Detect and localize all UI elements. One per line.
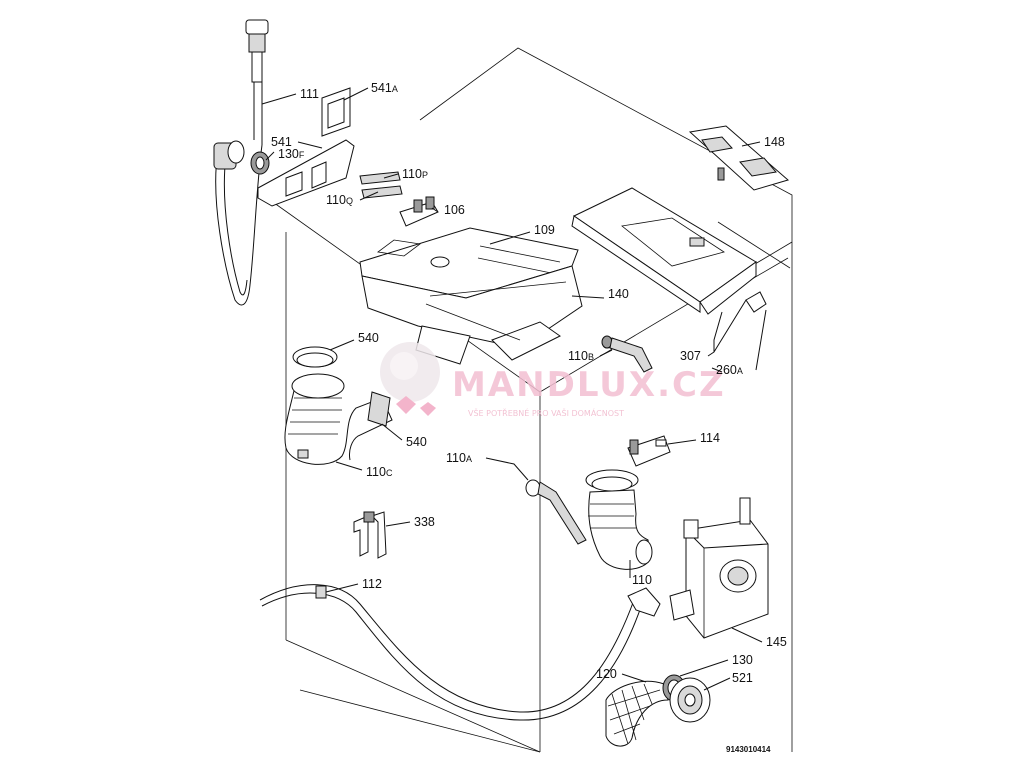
drawing-code: 9143010414 [726,745,771,754]
label-130f: 130F [278,147,305,161]
leader-lines [261,87,767,691]
label-110c: 110C [366,465,393,479]
drain-hose-112 [259,584,661,721]
bracket-541 [257,139,355,207]
pump-145 [669,497,769,639]
label-145: 145 [766,635,787,649]
dispenser-housing-140 [361,265,583,365]
label-521: 521 [732,671,753,685]
label-111: 111 [300,87,319,101]
label-307: 307 [680,349,701,363]
washer-130f [250,151,270,175]
watermark: MANDLUX.CZ VŠE POTŘEBNÉ PRO VAŠI DOMÁCNO… [380,342,726,418]
detergent-drawer-307 [571,187,757,315]
label-112: 112 [362,577,382,591]
label-106: 106 [444,203,465,217]
watermark-tagline: VŠE POTŘEBNÉ PRO VAŠI DOMÁCNOST [468,407,624,418]
label-541a: 541A [371,81,398,95]
hoses-110p-110q [359,171,403,199]
hose-110b [601,335,653,373]
label-114: 114 [700,431,720,445]
bellows-110c [284,346,393,465]
label-110a: 110A [446,451,472,465]
label-110p: 110P [402,167,428,181]
label-338: 338 [414,515,435,529]
label-140: 140 [608,287,629,301]
handle-148 [688,125,790,191]
label-120: 120 [596,667,617,681]
label-110q: 110Q [326,193,353,207]
watermark-mascot [380,342,440,416]
watermark-brand: MANDLUX.CZ [452,365,726,405]
cap-521 [669,677,711,723]
valve-114 [627,435,671,467]
hose-110a [525,479,587,545]
label-148: 148 [764,135,785,149]
label-110: 110 [632,573,652,587]
clip-541a [321,87,351,137]
label-541: 541 [271,135,292,149]
label-109: 109 [534,223,555,237]
label-110b: 110B [568,349,594,363]
clip-260a [745,291,767,313]
label-540-top: 540 [358,331,379,345]
inlet-hose-111 [213,19,269,306]
label-260a: 260A [716,363,743,377]
label-130: 130 [732,653,753,667]
valve-106 [399,196,439,227]
callout-labels: 111 541A 541 130F 110P 110Q 106 109 148 … [271,81,787,685]
sump-hose-110 [585,469,653,570]
label-540-bottom: 540 [406,435,427,449]
filter-120 [605,680,669,747]
clip-338 [353,511,387,559]
